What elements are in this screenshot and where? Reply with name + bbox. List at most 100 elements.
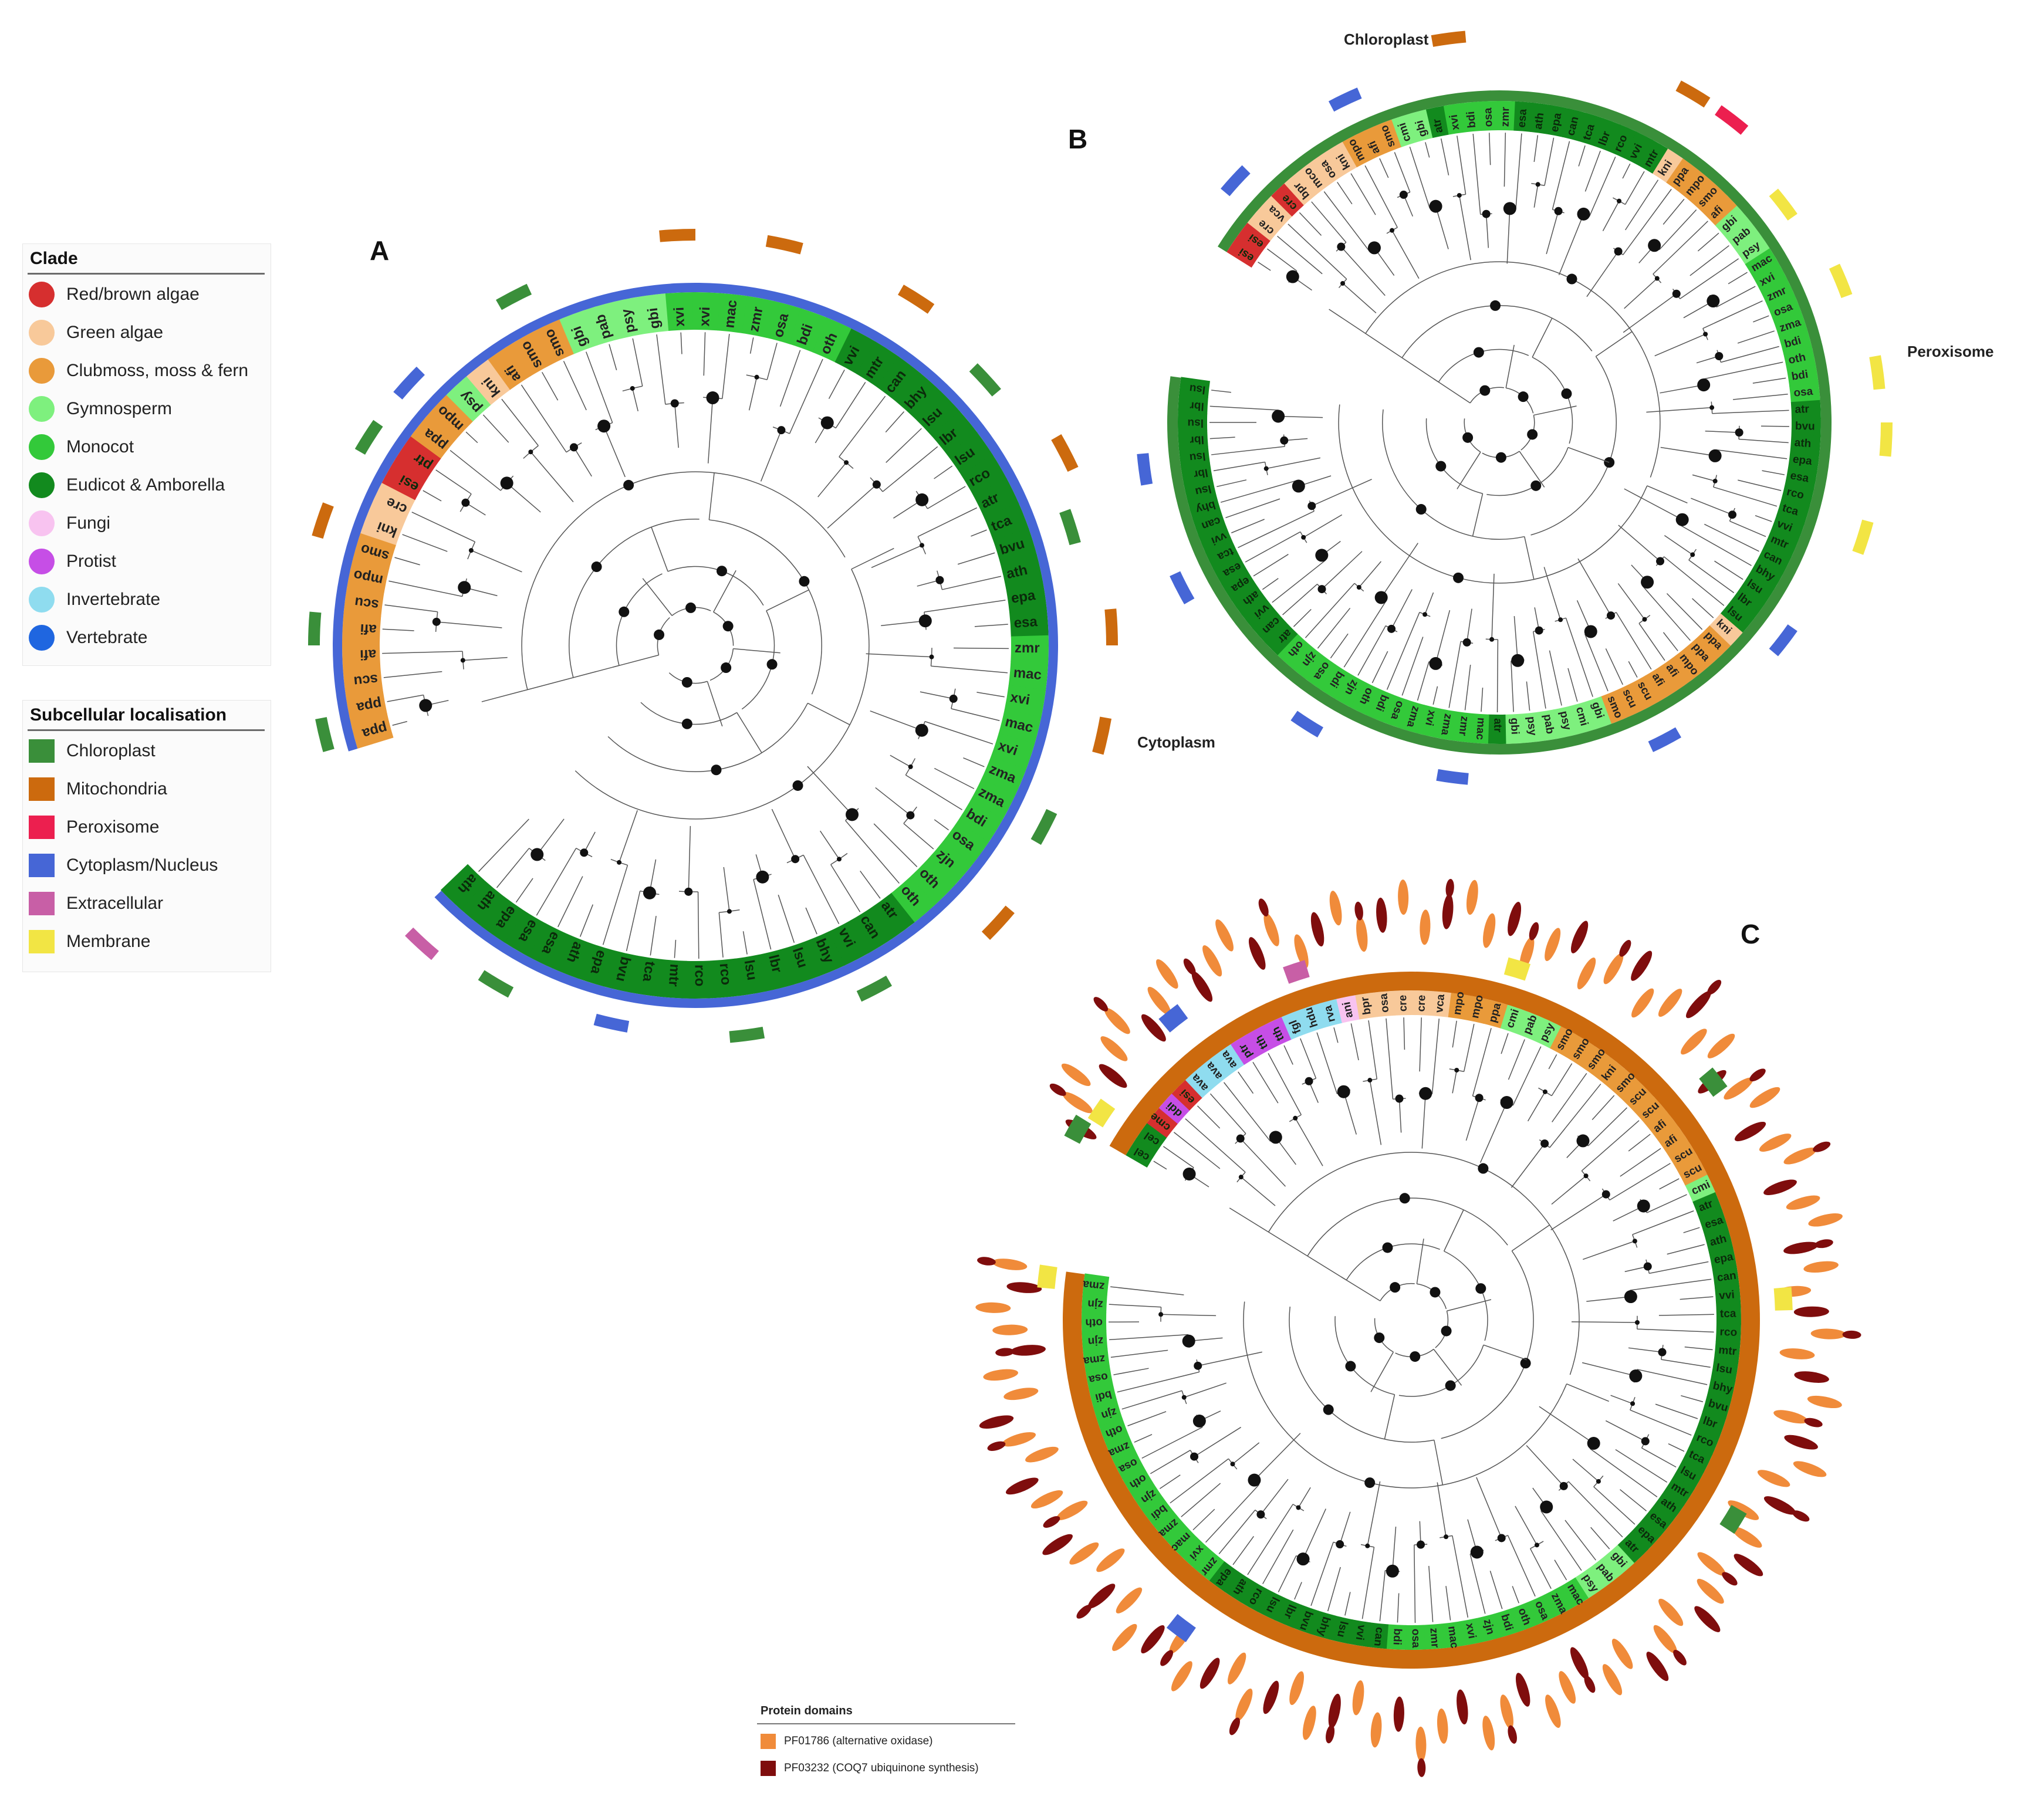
tree-branch	[1533, 135, 1539, 163]
tip-band	[1476, 1613, 1501, 1643]
tree-branch	[1141, 1426, 1203, 1459]
tree-branch	[1223, 1082, 1271, 1142]
tree-branch	[642, 578, 673, 616]
tip-band	[481, 897, 525, 943]
tree-branch	[1567, 668, 1578, 702]
tree-branch	[1549, 1083, 1601, 1148]
tip-band	[765, 301, 802, 344]
tree-branch	[835, 382, 866, 428]
tree-branch	[1550, 1193, 1607, 1231]
tree-branch	[1209, 437, 1235, 439]
bootstrap-node	[777, 426, 786, 435]
tree-branch	[680, 332, 682, 354]
tree-branch	[1702, 300, 1763, 329]
tip-band	[552, 933, 591, 979]
tip-label: atr	[1431, 117, 1446, 134]
bootstrap-node	[727, 909, 732, 914]
localisation-swatch	[29, 854, 55, 877]
tree-branch	[1381, 543, 1418, 598]
tree-branch	[579, 904, 593, 937]
tip-label: esa	[1013, 614, 1038, 631]
protein-domain-mark	[1784, 1435, 1818, 1450]
tip-band	[1725, 219, 1761, 252]
tip-band	[1413, 990, 1433, 1016]
protein-domain-mark	[1602, 1664, 1623, 1696]
clade-legend-label: Vertebrate	[66, 628, 148, 647]
protein-domain-mark	[1228, 1652, 1246, 1684]
protein-domain-mark	[1263, 912, 1279, 946]
bootstrap-node	[1601, 1190, 1610, 1199]
protein-domain-mark	[1813, 1141, 1831, 1152]
localisation-legend-item: Cytoplasm/Nucleus	[29, 849, 218, 882]
tree-branch	[951, 708, 1000, 722]
protein-domain-mark	[1793, 1461, 1827, 1477]
protein-domain-mark	[977, 1257, 996, 1266]
bootstrap-node	[1293, 1115, 1298, 1121]
tip-band	[1533, 1018, 1562, 1049]
localisation-legend-label: Chloroplast	[66, 741, 156, 760]
tree-branch	[1159, 1474, 1181, 1489]
bootstrap-node	[1457, 192, 1462, 198]
tree-branch	[1441, 1250, 1534, 1439]
tree-branch	[563, 361, 587, 411]
tip-band	[1740, 573, 1775, 605]
tree-branch	[1566, 1383, 1609, 1402]
tip-band	[1699, 1210, 1729, 1236]
tree-branch	[742, 931, 748, 955]
clade-legend-item: Clubmoss, moss & fern	[29, 354, 248, 387]
tree-branch	[387, 694, 424, 702]
localisation-legend-title: Subcellular localisation	[30, 705, 227, 725]
clade-legend-item: Gymnosperm	[29, 393, 172, 425]
localisation-mark	[856, 975, 892, 1002]
tree-branch	[1243, 1301, 1567, 1489]
tree-branch	[1330, 633, 1349, 659]
protein-domain-mark	[1722, 1572, 1738, 1586]
tip-label: ath	[1532, 112, 1547, 130]
tree-branch	[1632, 1210, 1694, 1235]
tree-branch	[760, 429, 782, 482]
tree-branch	[1503, 133, 1506, 187]
tip-band	[559, 309, 598, 354]
tree-branch	[1379, 1570, 1386, 1622]
bootstrap-node	[1735, 428, 1743, 437]
protein-domain-mark	[1763, 1496, 1796, 1515]
tip-band	[998, 709, 1042, 745]
tree-branch	[1738, 479, 1782, 491]
tree-branch	[1329, 309, 1366, 334]
tip-band	[993, 528, 1038, 565]
tip-band	[1240, 1581, 1270, 1612]
protein-domain-mark	[1529, 922, 1539, 941]
bootstrap-node	[799, 576, 810, 587]
localisation-mark	[898, 285, 935, 314]
tree-branch	[1506, 208, 1511, 264]
tip-label: zmr	[1427, 1628, 1441, 1649]
tree-branch	[1630, 1278, 1712, 1291]
tip-band	[1374, 990, 1396, 1017]
tip-label: bpr	[1359, 996, 1373, 1016]
tree-branch	[851, 547, 894, 570]
tree-a: ppappascuafiafiscumposmoknicreesiptrppam…	[308, 229, 1118, 1043]
tree-branch	[1664, 556, 1725, 606]
bootstrap-node	[1194, 1361, 1202, 1370]
tip-band	[1609, 124, 1637, 158]
protein-domain-mark	[1076, 1605, 1092, 1619]
tree-branch	[1338, 404, 1648, 584]
tree-branch	[803, 855, 840, 925]
tip-band	[1749, 559, 1783, 590]
tip-label: zjn	[1087, 1334, 1104, 1348]
protein-domain-mark	[1087, 1584, 1116, 1609]
tree-branch	[1300, 1038, 1317, 1079]
tip-band	[1783, 347, 1816, 371]
localisation-mark	[593, 1013, 630, 1033]
tip-band	[890, 877, 936, 923]
tree-branch	[1253, 554, 1289, 577]
tree-branch	[462, 657, 508, 661]
tip-band	[343, 665, 383, 696]
tip-band	[1366, 1622, 1389, 1649]
tree-branch	[1213, 461, 1265, 472]
protein-domain-mark	[1417, 1758, 1426, 1777]
tree-branch	[1299, 212, 1322, 236]
tip-band	[1666, 158, 1698, 193]
tip-label: osa	[1410, 1629, 1422, 1648]
tip-label: esa	[1516, 109, 1529, 128]
